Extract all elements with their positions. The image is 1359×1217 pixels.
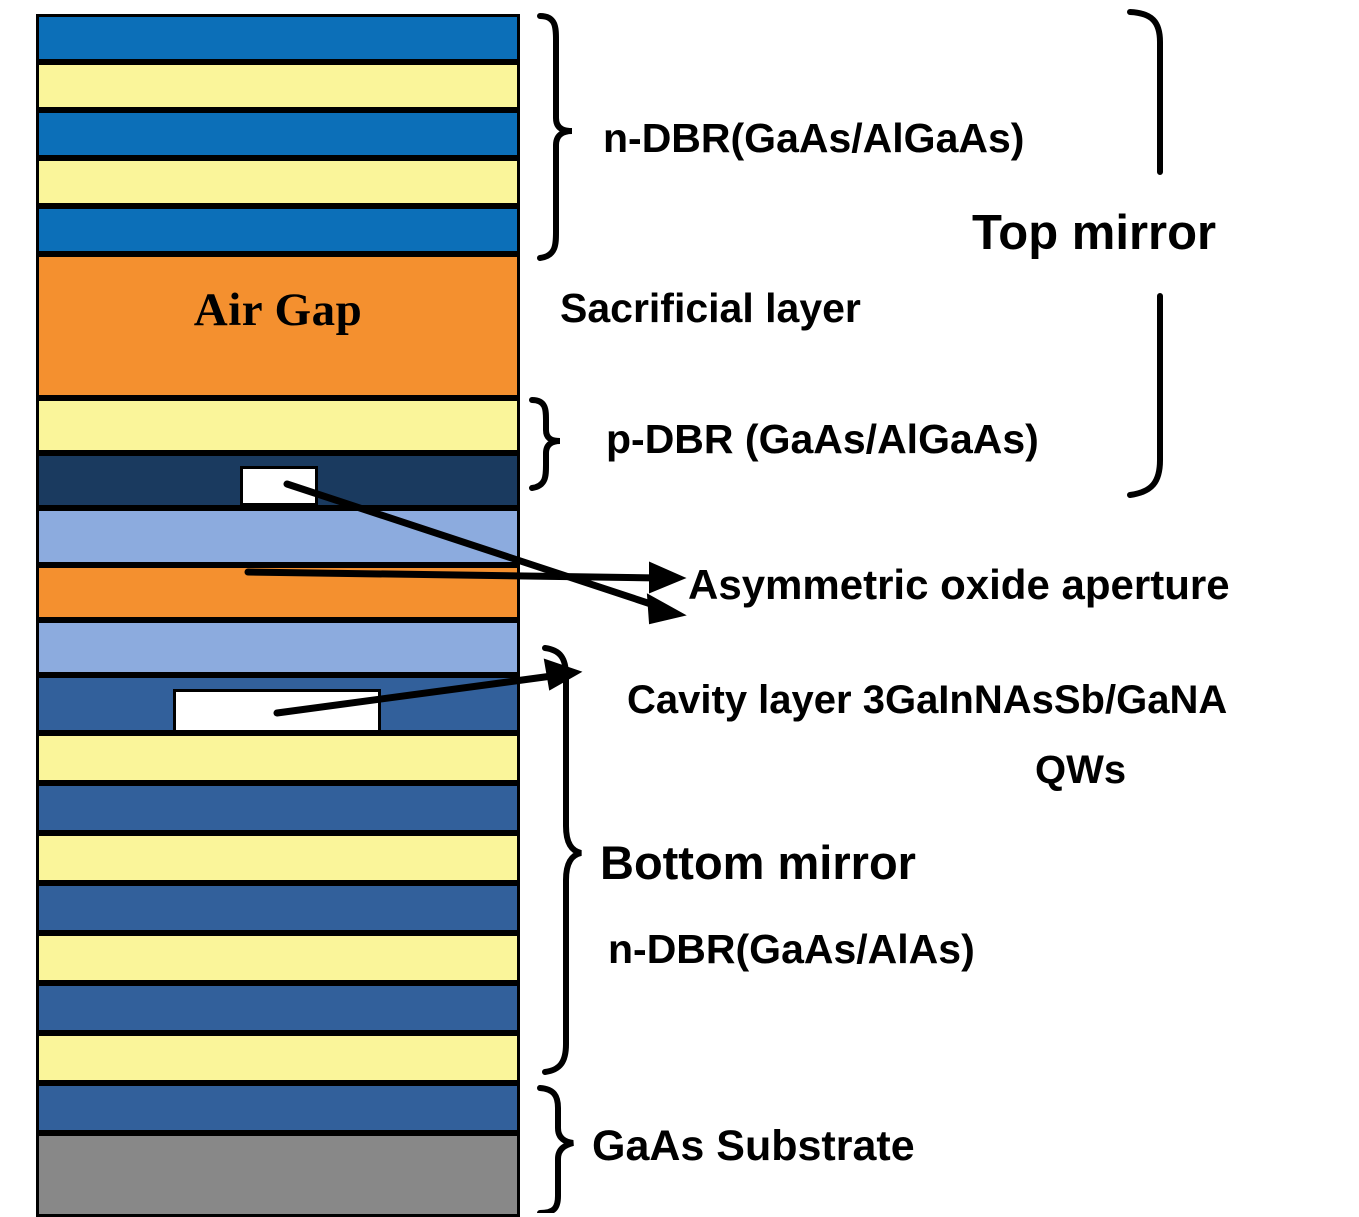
layer-air-gap: Air Gap xyxy=(36,254,520,398)
layer-n-dbr-algaas-2 xyxy=(36,158,520,206)
brace-gaas-substrate xyxy=(537,1085,574,1213)
layer-n-dbr-gaas-2 xyxy=(36,110,520,158)
layer-bottom-dbr-gaas-3 xyxy=(36,933,520,983)
layer-n-dbr-gaas-3 xyxy=(36,206,520,254)
annotation-sacrificial-layer: Sacrificial layer xyxy=(560,285,861,331)
annotation-n-dbr-top: n-DBR(GaAs/AlGaAs) xyxy=(603,115,1025,161)
layer-bottom-dbr-alas-4 xyxy=(36,1083,520,1133)
air-gap-label: Air Gap xyxy=(193,284,363,336)
upper-oxide-aperture xyxy=(240,466,318,506)
brace-p-dbr xyxy=(529,397,561,491)
layer-n-dbr-algaas-1 xyxy=(36,62,520,110)
layer-gaas-substrate xyxy=(36,1133,520,1217)
layer-p-dbr-algaas-1 xyxy=(36,398,520,453)
annotation-cavity-layer-line1: Cavity layer 3GaInNAsSb/GaNA xyxy=(627,678,1228,722)
layer-bottom-dbr-alas-3 xyxy=(36,983,520,1033)
layer-bottom-dbr-gaas-4 xyxy=(36,1033,520,1083)
annotation-top-mirror: Top mirror xyxy=(972,206,1217,260)
annotation-asymmetric-oxide-aperture: Asymmetric oxide aperture xyxy=(688,561,1230,608)
brace-bottom-mirror xyxy=(542,645,582,1075)
layer-cavity-active xyxy=(36,565,520,620)
annotation-n-dbr-bottom: n-DBR(GaAs/AlAs) xyxy=(608,926,975,972)
layer-bottom-dbr-alas-2 xyxy=(36,883,520,933)
lower-oxide-aperture xyxy=(173,689,381,733)
annotation-p-dbr: p-DBR (GaAs/AlGaAs) xyxy=(606,416,1039,462)
annotation-cavity-layer-line2: QWs xyxy=(1035,748,1127,792)
layer-n-dbr-gaas-1 xyxy=(36,14,520,62)
annotation-gaas-substrate: GaAs Substrate xyxy=(592,1122,915,1170)
annotation-bottom-mirror: Bottom mirror xyxy=(600,836,916,889)
layer-bottom-dbr-gaas-1 xyxy=(36,733,520,783)
layer-upper-cladding xyxy=(36,508,520,565)
layer-bottom-dbr-gaas-2 xyxy=(36,833,520,883)
brace-n-dbr-top xyxy=(537,13,573,261)
layer-bottom-dbr-alas-1 xyxy=(36,783,520,833)
layer-lower-cladding xyxy=(36,620,520,675)
layer-stack: Air Gap xyxy=(36,0,520,1217)
